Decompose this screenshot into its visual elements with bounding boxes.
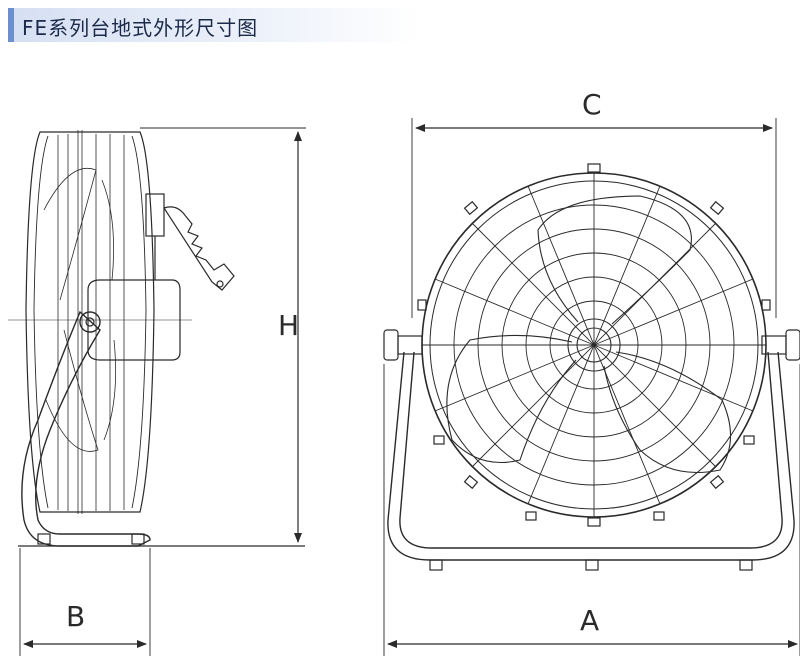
header-gradient [14, 8, 420, 42]
label-h: H [278, 309, 299, 342]
label-c: C [582, 88, 602, 121]
front-foot-3 [739, 559, 753, 571]
side-blade-curves [43, 168, 117, 452]
label-a: A [580, 604, 599, 637]
label-b: B [66, 600, 85, 633]
side-guard-wires [57, 130, 125, 514]
front-rim-clips [417, 163, 771, 527]
header-accent-bar [8, 8, 14, 42]
dimension-h: H [140, 127, 306, 543]
side-tilt-knob-center [85, 317, 95, 327]
front-fan-blades [446, 195, 732, 473]
side-guard-outline [25, 131, 155, 513]
side-view [8, 130, 305, 547]
front-knob-right [785, 329, 800, 361]
front-knob-left-collar [397, 335, 423, 355]
front-foot-1 [429, 559, 443, 571]
dimension-c: C [411, 88, 777, 318]
dimension-a: A [383, 364, 800, 656]
side-switch-box [145, 193, 165, 237]
front-knob-left [383, 329, 399, 361]
front-view [383, 163, 800, 571]
dimension-b: B [19, 548, 151, 656]
front-guard-spokes [422, 173, 766, 517]
page-header: FE系列台地式外形尺寸图 [0, 8, 420, 42]
side-tilt-knob [79, 311, 101, 333]
side-plug-pin [216, 280, 224, 288]
side-guard-inner [33, 135, 147, 509]
side-cable [163, 206, 235, 291]
front-foot-2 [585, 559, 599, 571]
side-foot-left [37, 533, 51, 545]
side-stand-leg [21, 310, 151, 547]
side-foot-right [131, 533, 145, 545]
page-title: FE系列台地式外形尺寸图 [22, 16, 259, 40]
side-motor-housing [87, 279, 181, 361]
